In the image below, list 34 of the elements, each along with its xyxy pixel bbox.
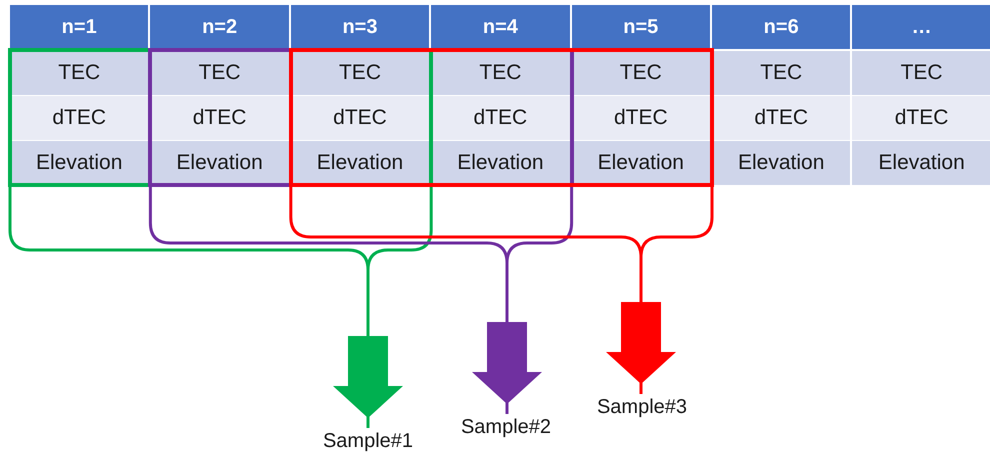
column-header: n=2 bbox=[150, 5, 291, 49]
table-cell: TEC bbox=[712, 50, 852, 95]
column-header: n=4 bbox=[431, 5, 572, 49]
column-header: n=3 bbox=[290, 5, 432, 49]
table-cell: Elevation bbox=[712, 140, 852, 185]
table-cell: Elevation bbox=[572, 140, 712, 185]
table-cell: Elevation bbox=[150, 140, 291, 185]
table-cell: dTEC bbox=[431, 95, 572, 140]
window-frame bbox=[148, 48, 574, 187]
table-cell: TEC bbox=[852, 50, 990, 95]
table-cell: TEC bbox=[431, 50, 572, 95]
table-cell: TEC bbox=[290, 50, 432, 95]
table-cell: dTEC bbox=[572, 95, 712, 140]
column-header: n=6 bbox=[712, 5, 852, 49]
table-cell: TEC bbox=[10, 50, 150, 95]
table-cell: Elevation bbox=[431, 140, 572, 185]
column-header: n=1 bbox=[10, 5, 150, 49]
table-cell: dTEC bbox=[150, 95, 291, 140]
column-header: … bbox=[852, 5, 990, 49]
sample-label: Sample#3 bbox=[596, 394, 688, 420]
window-frame bbox=[288, 48, 714, 187]
table-cell: dTEC bbox=[10, 95, 150, 140]
table-cell: Elevation bbox=[290, 140, 432, 185]
window-frame bbox=[8, 48, 434, 187]
table-cell: dTEC bbox=[290, 95, 432, 140]
table-cell: dTEC bbox=[852, 95, 990, 140]
column-header: n=5 bbox=[572, 5, 712, 49]
sample-label: Sample#2 bbox=[460, 414, 552, 440]
table-cell: TEC bbox=[572, 50, 712, 95]
sample-label: Sample#1 bbox=[322, 428, 414, 454]
table-cell: Elevation bbox=[10, 140, 150, 185]
table-cell: TEC bbox=[150, 50, 291, 95]
table-cell: dTEC bbox=[712, 95, 852, 140]
table-cell: Elevation bbox=[852, 140, 990, 185]
